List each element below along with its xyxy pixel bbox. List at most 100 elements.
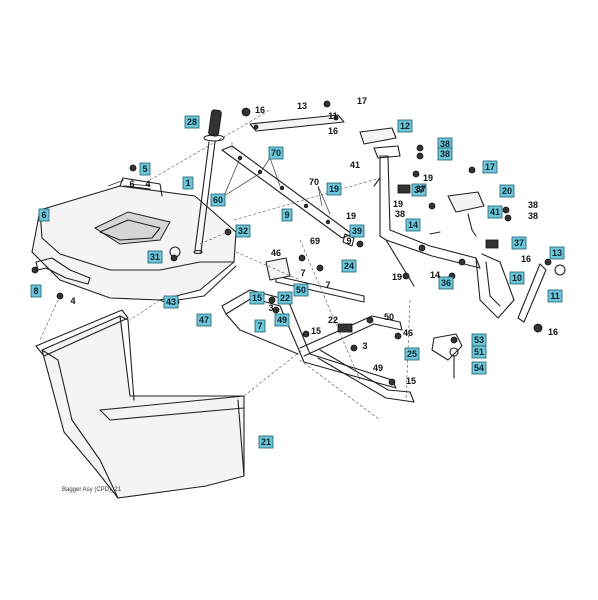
- callout-box: [293, 283, 309, 297]
- part-number-19: 19: [423, 173, 433, 183]
- callout-53: 53: [471, 333, 487, 347]
- callout-box: [196, 313, 212, 327]
- part-number-37: 37: [416, 184, 426, 194]
- callout-number: 13: [552, 248, 562, 258]
- callout-17: 17: [482, 160, 498, 174]
- part-number-38: 38: [528, 200, 538, 210]
- part-number-38: 38: [528, 211, 538, 221]
- callout-number: 32: [238, 226, 248, 236]
- callout-number: 36: [441, 278, 451, 288]
- callout-number: 5: [142, 164, 147, 174]
- part-number-19: 19: [346, 211, 356, 221]
- callout-box: [268, 146, 284, 160]
- callout-19: 19: [326, 182, 342, 196]
- callout-number: 70: [271, 148, 281, 158]
- callout-box: [254, 319, 266, 333]
- callout-1: 1: [182, 176, 194, 190]
- callout-number: 14: [408, 220, 418, 230]
- callout-box: [547, 289, 563, 303]
- callout-number: 1: [185, 178, 190, 188]
- callout-box: [326, 182, 342, 196]
- callout-box: [509, 271, 525, 285]
- callout-box: [182, 176, 194, 190]
- callout-box: [411, 183, 427, 197]
- callout-number: 17: [485, 162, 495, 172]
- callout-number: 10: [512, 273, 522, 283]
- callout-36: 36: [438, 276, 454, 290]
- callout-37: 37: [511, 236, 527, 250]
- callout-number: 38: [440, 149, 450, 159]
- callout-9: 9: [281, 208, 293, 222]
- callout-box: [405, 218, 421, 232]
- part-number-69: 69: [310, 236, 320, 246]
- part-number-16: 16: [255, 105, 265, 115]
- part-number-41: 41: [350, 160, 360, 170]
- callout-21: 21: [258, 435, 274, 449]
- callout-6: 6: [38, 208, 50, 222]
- callout-box: [499, 184, 515, 198]
- callout-31: 31: [147, 250, 163, 264]
- callout-box: [397, 119, 413, 133]
- part-number-16: 16: [328, 126, 338, 136]
- part-number-13: 13: [297, 101, 307, 111]
- part-number-7: 7: [325, 280, 330, 290]
- callout-box: [437, 147, 453, 161]
- part-number-19: 19: [393, 199, 403, 209]
- callout-box: [482, 160, 498, 174]
- callout-number: 37: [514, 238, 524, 248]
- leader-lines: [39, 109, 411, 421]
- callout-number: 50: [296, 285, 306, 295]
- callout-8: 8: [30, 284, 42, 298]
- callout-box: [281, 208, 293, 222]
- callout-box: [341, 259, 357, 273]
- callout-37: 37: [411, 183, 427, 197]
- callout-54: 54: [471, 361, 487, 375]
- callout-number: 19: [329, 184, 339, 194]
- callout-number: 11: [550, 291, 560, 301]
- callout-number: 21: [261, 437, 271, 447]
- callout-box: [277, 291, 293, 305]
- callout-25: 25: [404, 347, 420, 361]
- part-number-4: 4: [70, 296, 75, 306]
- callout-number: 7: [257, 321, 262, 331]
- part-number-16: 16: [521, 254, 531, 264]
- part-number-6: 6: [129, 179, 134, 189]
- part-number-15: 15: [406, 376, 416, 386]
- part-number-7: 7: [300, 268, 305, 278]
- callout-number: 43: [166, 297, 176, 307]
- callout-number: 54: [474, 363, 484, 373]
- callout-11: 11: [547, 289, 563, 303]
- callout-39: 39: [349, 224, 365, 238]
- part-number-19: 19: [392, 272, 402, 282]
- callout-20: 20: [499, 184, 515, 198]
- callout-50: 50: [293, 283, 309, 297]
- callout-box: [487, 205, 503, 219]
- callout-box: [210, 193, 226, 207]
- callout-51: 51: [471, 345, 487, 359]
- part-number-14: 14: [430, 270, 440, 280]
- callout-box: [184, 115, 200, 129]
- handle-tube: [193, 109, 225, 255]
- callout-box: [274, 313, 290, 327]
- callout-box: [438, 276, 454, 290]
- part-number-4: 4: [145, 179, 150, 189]
- callout-box: [471, 345, 487, 359]
- callout-number: 39: [352, 226, 362, 236]
- part-number-3: 3: [268, 303, 273, 313]
- callout-number: 51: [474, 347, 484, 357]
- callout-70: 70: [268, 146, 284, 160]
- callout-number: 8: [33, 286, 38, 296]
- part-number-15: 15: [311, 326, 321, 336]
- callout-box: [235, 224, 251, 238]
- callout-number: 9: [284, 210, 289, 220]
- lower-frame: [221, 257, 415, 403]
- part-number-16: 16: [548, 327, 558, 337]
- callout-28: 28: [184, 115, 200, 129]
- callout-7: 7: [254, 319, 266, 333]
- part-number-46: 46: [271, 248, 281, 258]
- callout-12: 12: [397, 119, 413, 133]
- callout-box: [249, 291, 265, 305]
- callout-24: 24: [341, 259, 357, 273]
